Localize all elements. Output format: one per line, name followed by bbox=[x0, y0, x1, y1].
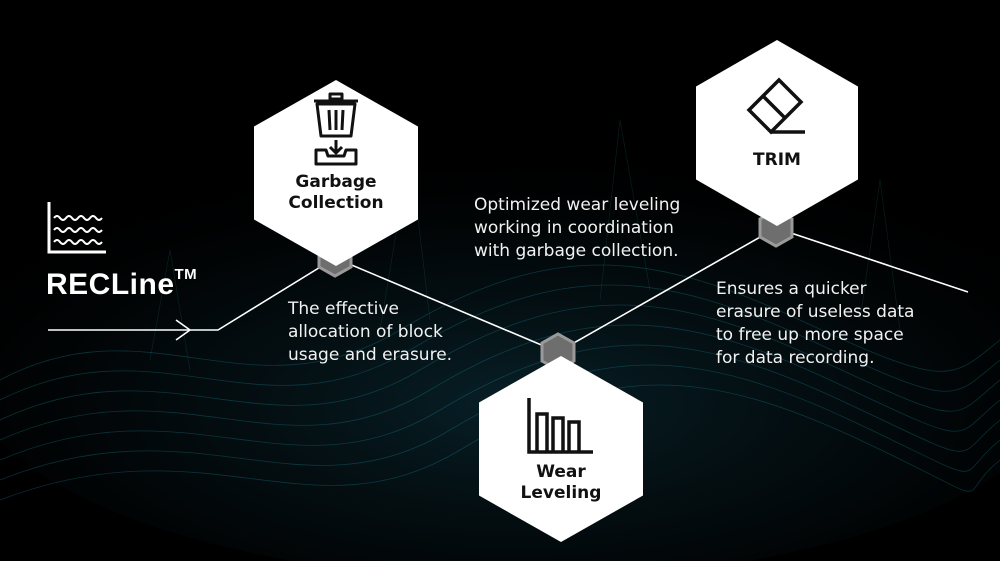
trash-bin-icon bbox=[314, 92, 358, 166]
node-label-garbage-collection: Garbage Collection bbox=[288, 172, 383, 214]
description-trim: Ensures a quicker erasure of useless dat… bbox=[716, 279, 915, 368]
eraser-icon bbox=[746, 77, 805, 135]
description-wear-leveling: Optimized wear leveling working in coord… bbox=[474, 195, 681, 261]
node-garbage-collection: Garbage Collection bbox=[254, 80, 418, 266]
arrow-head bbox=[175, 319, 192, 341]
brand-wordmark: RECLine bbox=[46, 268, 175, 301]
node-label-trim: TRIM bbox=[753, 150, 801, 170]
trademark-mark: TM bbox=[174, 266, 198, 283]
description-garbage-collection: The effective allocation of block usage … bbox=[288, 299, 453, 365]
recording-waves-icon bbox=[47, 202, 106, 254]
node-label-wear-leveling: Wear Leveling bbox=[521, 462, 602, 504]
node-label-text: Wear Leveling bbox=[520, 462, 602, 503]
brand-name: RECLineTM bbox=[46, 266, 198, 302]
node-trim: TRIM bbox=[696, 40, 858, 226]
node-label-line-1: Garbage Collection bbox=[288, 172, 384, 213]
wear-leveling-bars-icon bbox=[527, 398, 593, 454]
